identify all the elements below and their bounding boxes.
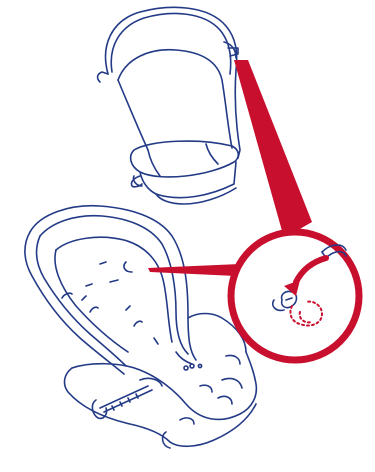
- infant-car-seat: [25, 206, 256, 448]
- booster-seat: [98, 7, 240, 204]
